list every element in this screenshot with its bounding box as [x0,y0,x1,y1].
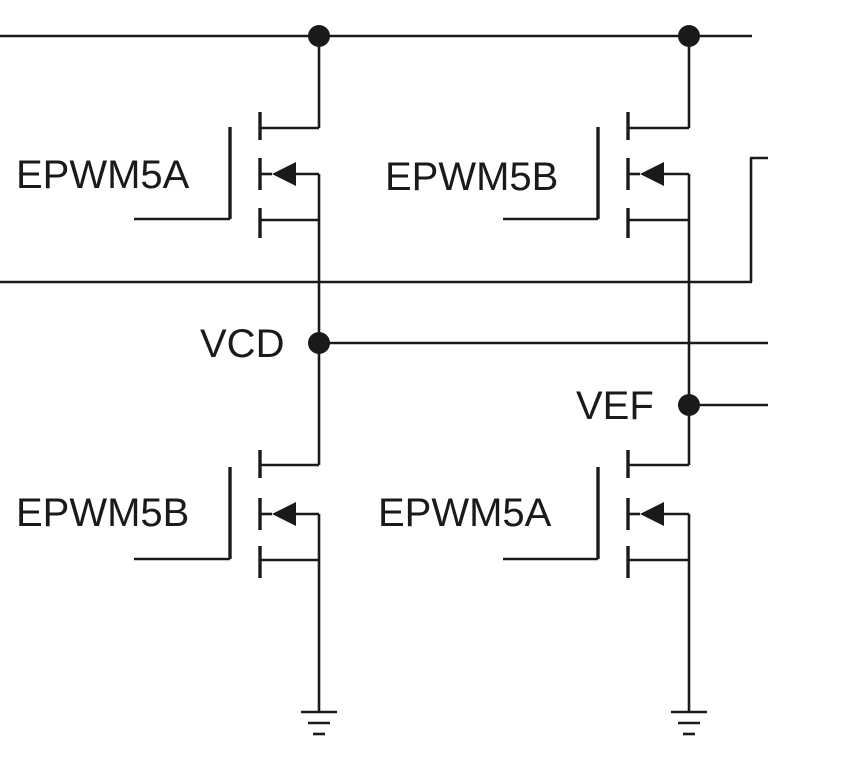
middle-bus [0,156,768,284]
q3-gate-label: EPWM5B [16,491,189,535]
q4-gate-label: EPWM5A [378,491,552,535]
transistor-q1 [134,112,319,238]
transistor-q3 [134,450,319,578]
vef-label: VEF [576,384,654,428]
vcd-label: VCD [200,322,284,366]
ground-symbol-left [301,710,337,736]
q2-gate-label: EPWM5B [385,155,558,199]
vef-node-group [678,394,768,416]
ground-symbol-right [671,710,707,736]
transistor-q4 [503,450,689,578]
supply-rail [0,25,752,47]
transistor-q2 [503,112,689,238]
vef-node [678,394,700,416]
q1-gate-label: EPWM5A [16,153,190,197]
vcd-node-group [308,332,768,354]
vcd-node [308,332,330,354]
